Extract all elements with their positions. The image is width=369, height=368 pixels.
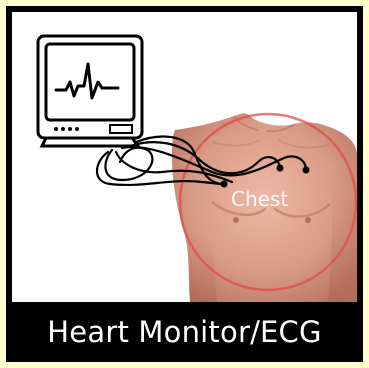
- ecg-monitor-icon: [38, 36, 142, 146]
- chest-label: Chest: [231, 187, 288, 211]
- caption-title: Heart Monitor/ECG: [6, 302, 363, 362]
- illustration-panel: Chest: [12, 12, 357, 302]
- ecg-illustration: Chest: [12, 12, 357, 302]
- card-frame: Chest: [6, 6, 363, 362]
